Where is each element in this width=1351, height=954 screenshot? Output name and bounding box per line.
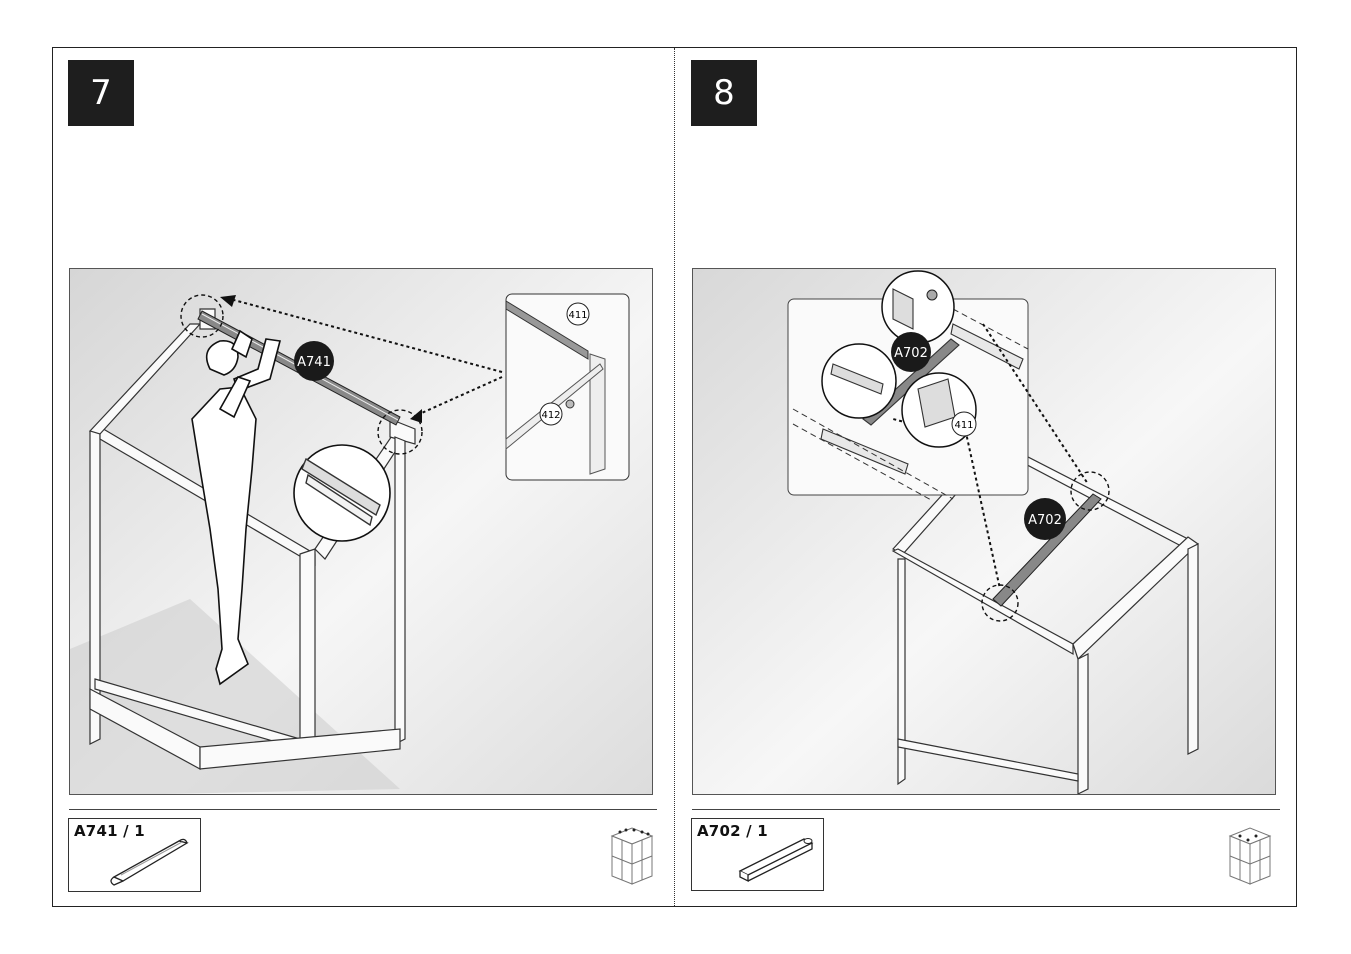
screw-detail-inset: 411 412 [506, 294, 629, 480]
step-7-illustration: A741 411 412 [69, 268, 653, 795]
greenhouse-thumbnail-icon [608, 822, 656, 888]
callout-a702-main: A702 [1024, 498, 1066, 540]
roof-ridge-profile-icon [69, 819, 202, 893]
step-7-parts-box: A741 / 1 [68, 818, 201, 892]
step-7-parts-rule [69, 809, 657, 810]
step-8-illustration: A702 411 A702 [692, 268, 1276, 795]
callout-411: 411 [952, 412, 976, 436]
svg-text:412: 412 [541, 410, 560, 421]
svg-text:A702: A702 [894, 346, 928, 361]
greenhouse-thumbnail-icon [1226, 822, 1274, 888]
roof-bar-profile-icon [692, 819, 825, 892]
callout-a741: A741 [294, 341, 334, 381]
callout-a702-detail: A702 [891, 332, 931, 372]
step-8-number: 8 [691, 60, 757, 126]
svg-text:A702: A702 [1028, 513, 1062, 528]
svg-text:A741: A741 [297, 355, 331, 370]
step-7-number: 7 [68, 60, 134, 126]
step-8-parts-rule [692, 809, 1280, 810]
svg-text:411: 411 [568, 310, 587, 321]
svg-text:411: 411 [954, 420, 973, 431]
panel-divider [674, 48, 675, 906]
step-8-parts-box: A702 / 1 [691, 818, 824, 891]
